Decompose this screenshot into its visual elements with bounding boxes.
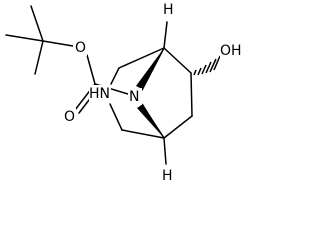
bond-hydrogen-top [163,21,168,49]
amine-label: HN [89,86,110,102]
wedge-bond-upper-bridgehead [136,48,164,89]
bond-tbu-methyl-left [5,34,44,42]
bond-tbu-oxygen [42,40,74,47]
hashed-bond-hydroxyl [193,55,221,76]
ether-oxygen-label: O [75,40,86,56]
bond-ring-right-middle [190,72,193,117]
bond-ring-right-top [163,47,192,74]
bond-ring-right-bottom [163,115,193,139]
bond-tbu-methyl-bottom [34,40,44,75]
bond-ring-left-outer-top [110,67,120,85]
wedge-bond-lower-bridgehead [137,104,164,138]
bond-oxygen-carbonyl-carbon [86,54,96,85]
bond-hydrogen-bottom [163,137,167,165]
bottom-hydrogen-label: H [162,168,173,184]
bond-ring-upper-left [118,47,165,69]
chemical-structure-diagram: O O HN N OH H H [5,2,242,184]
bond-ring-left-outer-bottom [109,103,123,131]
bond-ring-lower-left [121,129,165,139]
bond-bridge-top [141,47,165,91]
bond-tbu-methyl-top [30,5,44,42]
ring-nitrogen-label: N [129,89,139,105]
top-hydrogen-label: H [163,2,174,18]
carbonyl-oxygen-label: O [64,109,75,125]
hydroxyl-label: OH [220,43,242,59]
